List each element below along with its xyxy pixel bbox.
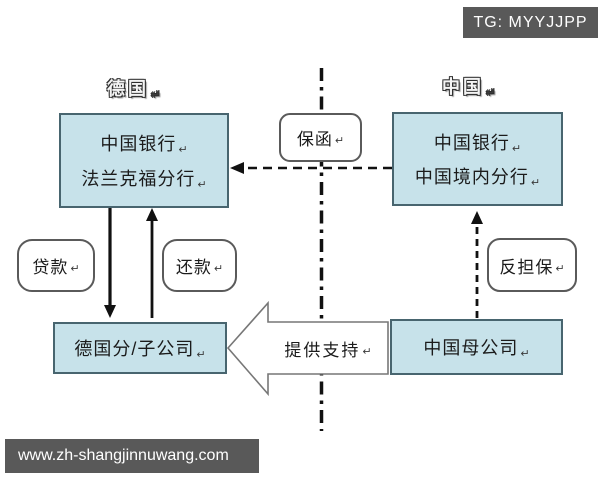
tag-loan: 贷款↵ <box>17 239 95 292</box>
return-mark: ↵ <box>520 348 530 360</box>
node-german-subsidiary: 德国分/子公司↵ <box>53 322 227 374</box>
return-mark: ↵ <box>151 89 161 101</box>
node-text-line: 法兰克福分行↵ <box>81 169 207 191</box>
node-chinese-parent-company: 中国母公司↵ <box>390 319 563 375</box>
return-mark: ↵ <box>511 142 522 155</box>
node-text-line: 中国母公司↵ <box>423 338 530 360</box>
tag-guarantee-letter: 保函↵ <box>279 113 362 162</box>
node-text-line: 中国银行↵ <box>433 132 522 155</box>
return-mark: ↵ <box>334 135 345 147</box>
repayment-up-arrow <box>146 208 158 318</box>
website-url-text: www.zh-shangjinnuwang.com <box>18 447 229 464</box>
return-mark: ↵ <box>178 144 188 156</box>
loan-down-arrow <box>104 208 116 318</box>
return-mark: ↵ <box>555 262 565 275</box>
node-text-line: 中国银行↵ <box>100 134 188 156</box>
return-mark: ↵ <box>197 179 207 191</box>
node-bank-of-china-domestic: 中国银行↵ 中国境内分行↵ <box>392 112 563 206</box>
guarantee-dashed-arrow <box>230 162 392 174</box>
region-label-germany: 德国↵ <box>107 79 161 101</box>
node-text-line: 德国分/子公司↵ <box>74 339 206 361</box>
website-watermark-bar: www.zh-shangjinnuwang.com <box>5 439 259 473</box>
return-mark: ↵ <box>70 263 80 275</box>
return-mark: ↵ <box>362 345 372 358</box>
return-mark: ↵ <box>196 349 206 361</box>
node-bank-of-china-frankfurt: 中国银行↵ 法兰克福分行↵ <box>59 113 229 208</box>
return-mark: ↵ <box>530 177 541 190</box>
telegram-contact-badge: TG: MYYJJPP <box>463 7 598 38</box>
support-arrow-label: 提供支持↵ <box>284 340 372 360</box>
return-mark: ↵ <box>213 263 224 275</box>
region-label-china: 中国↵ <box>442 77 496 99</box>
return-mark: ↵ <box>486 87 496 99</box>
telegram-contact-text: TG: MYYJJPP <box>473 13 588 31</box>
support-block-arrow <box>226 300 389 397</box>
counter-guarantee-dashed-arrow <box>471 211 483 318</box>
node-text-line: 中国境内分行↵ <box>414 167 541 190</box>
tag-counter-guarantee: 反担保↵ <box>487 238 577 292</box>
tag-repayment: 还款↵ <box>162 239 237 292</box>
